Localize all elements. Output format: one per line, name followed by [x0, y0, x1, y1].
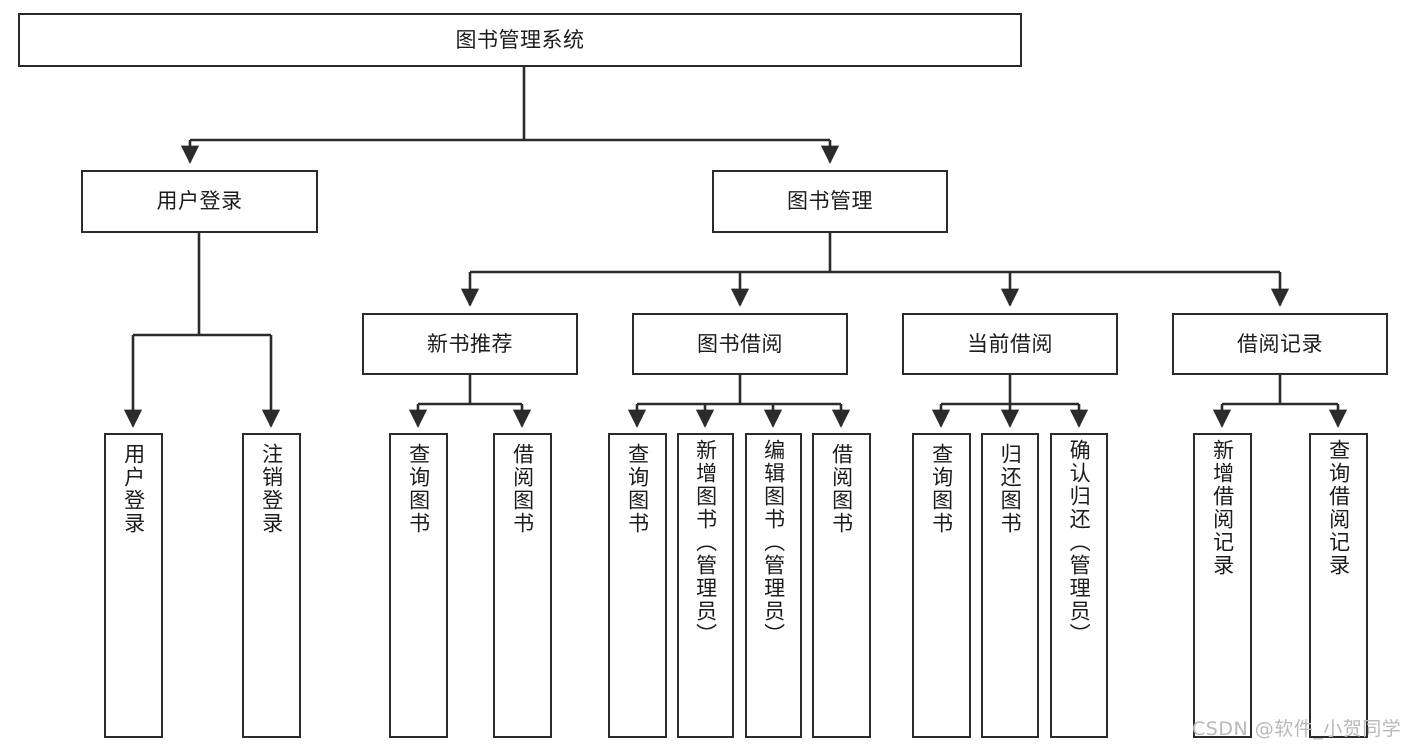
node-book-management[interactable]: 图书管理: [712, 170, 948, 233]
node-label: 查询图书: [625, 443, 650, 535]
leaf-book-borrow-add-book-admin[interactable]: 新增图书（管理员）: [677, 433, 734, 738]
leaf-new-book-query-book[interactable]: 查询图书: [389, 433, 448, 738]
leaf-borrow-record-query-record[interactable]: 查询借阅记录: [1309, 433, 1368, 738]
node-label: 当前借阅: [967, 331, 1053, 356]
node-current-borrow[interactable]: 当前借阅: [902, 313, 1118, 375]
node-root-book-management-system[interactable]: 图书管理系统: [18, 13, 1022, 67]
leaf-user-login-login[interactable]: 用户登录: [104, 433, 163, 738]
node-book-borrow[interactable]: 图书借阅: [632, 313, 848, 375]
leaf-current-borrow-return-book[interactable]: 归还图书: [981, 433, 1039, 738]
node-label: 借阅图书: [510, 443, 535, 535]
node-label: 新增图书（管理员）: [693, 439, 718, 646]
node-label: 借阅图书: [829, 443, 854, 535]
node-new-book-recommend[interactable]: 新书推荐: [362, 313, 578, 375]
leaf-book-borrow-edit-book-admin[interactable]: 编辑图书（管理员）: [745, 433, 802, 738]
node-user-login[interactable]: 用户登录: [81, 170, 318, 233]
node-label: 编辑图书（管理员）: [761, 439, 786, 646]
node-label: 借阅记录: [1237, 331, 1323, 356]
node-label: 确认归还（管理员）: [1067, 439, 1092, 646]
node-label: 查询图书: [929, 443, 954, 535]
node-label: 用户登录: [156, 189, 243, 214]
leaf-borrow-record-add-record[interactable]: 新增借阅记录: [1193, 433, 1252, 738]
leaf-new-book-borrow-book[interactable]: 借阅图书: [493, 433, 552, 738]
node-label: 注销登录: [259, 443, 284, 535]
node-label: 图书借阅: [697, 331, 783, 356]
leaf-current-borrow-query-book[interactable]: 查询图书: [912, 433, 971, 738]
node-label: 归还图书: [998, 443, 1023, 535]
csdn-watermark: CSDN @软件_小贺同学: [1192, 718, 1402, 740]
node-label: 用户登录: [121, 443, 146, 535]
node-label: 查询图书: [406, 443, 431, 535]
leaf-current-borrow-confirm-return-admin[interactable]: 确认归还（管理员）: [1050, 433, 1108, 738]
node-label: 图书管理: [787, 189, 873, 214]
node-label: 新增借阅记录: [1210, 439, 1235, 577]
node-borrow-record[interactable]: 借阅记录: [1172, 313, 1388, 375]
node-label: 图书管理系统: [455, 27, 585, 52]
leaf-book-borrow-query-book[interactable]: 查询图书: [608, 433, 667, 738]
node-label: 新书推荐: [427, 331, 513, 356]
node-label: 查询借阅记录: [1326, 439, 1351, 577]
leaf-book-borrow-borrow-book[interactable]: 借阅图书: [812, 433, 871, 738]
leaf-user-login-logout[interactable]: 注销登录: [242, 433, 301, 738]
